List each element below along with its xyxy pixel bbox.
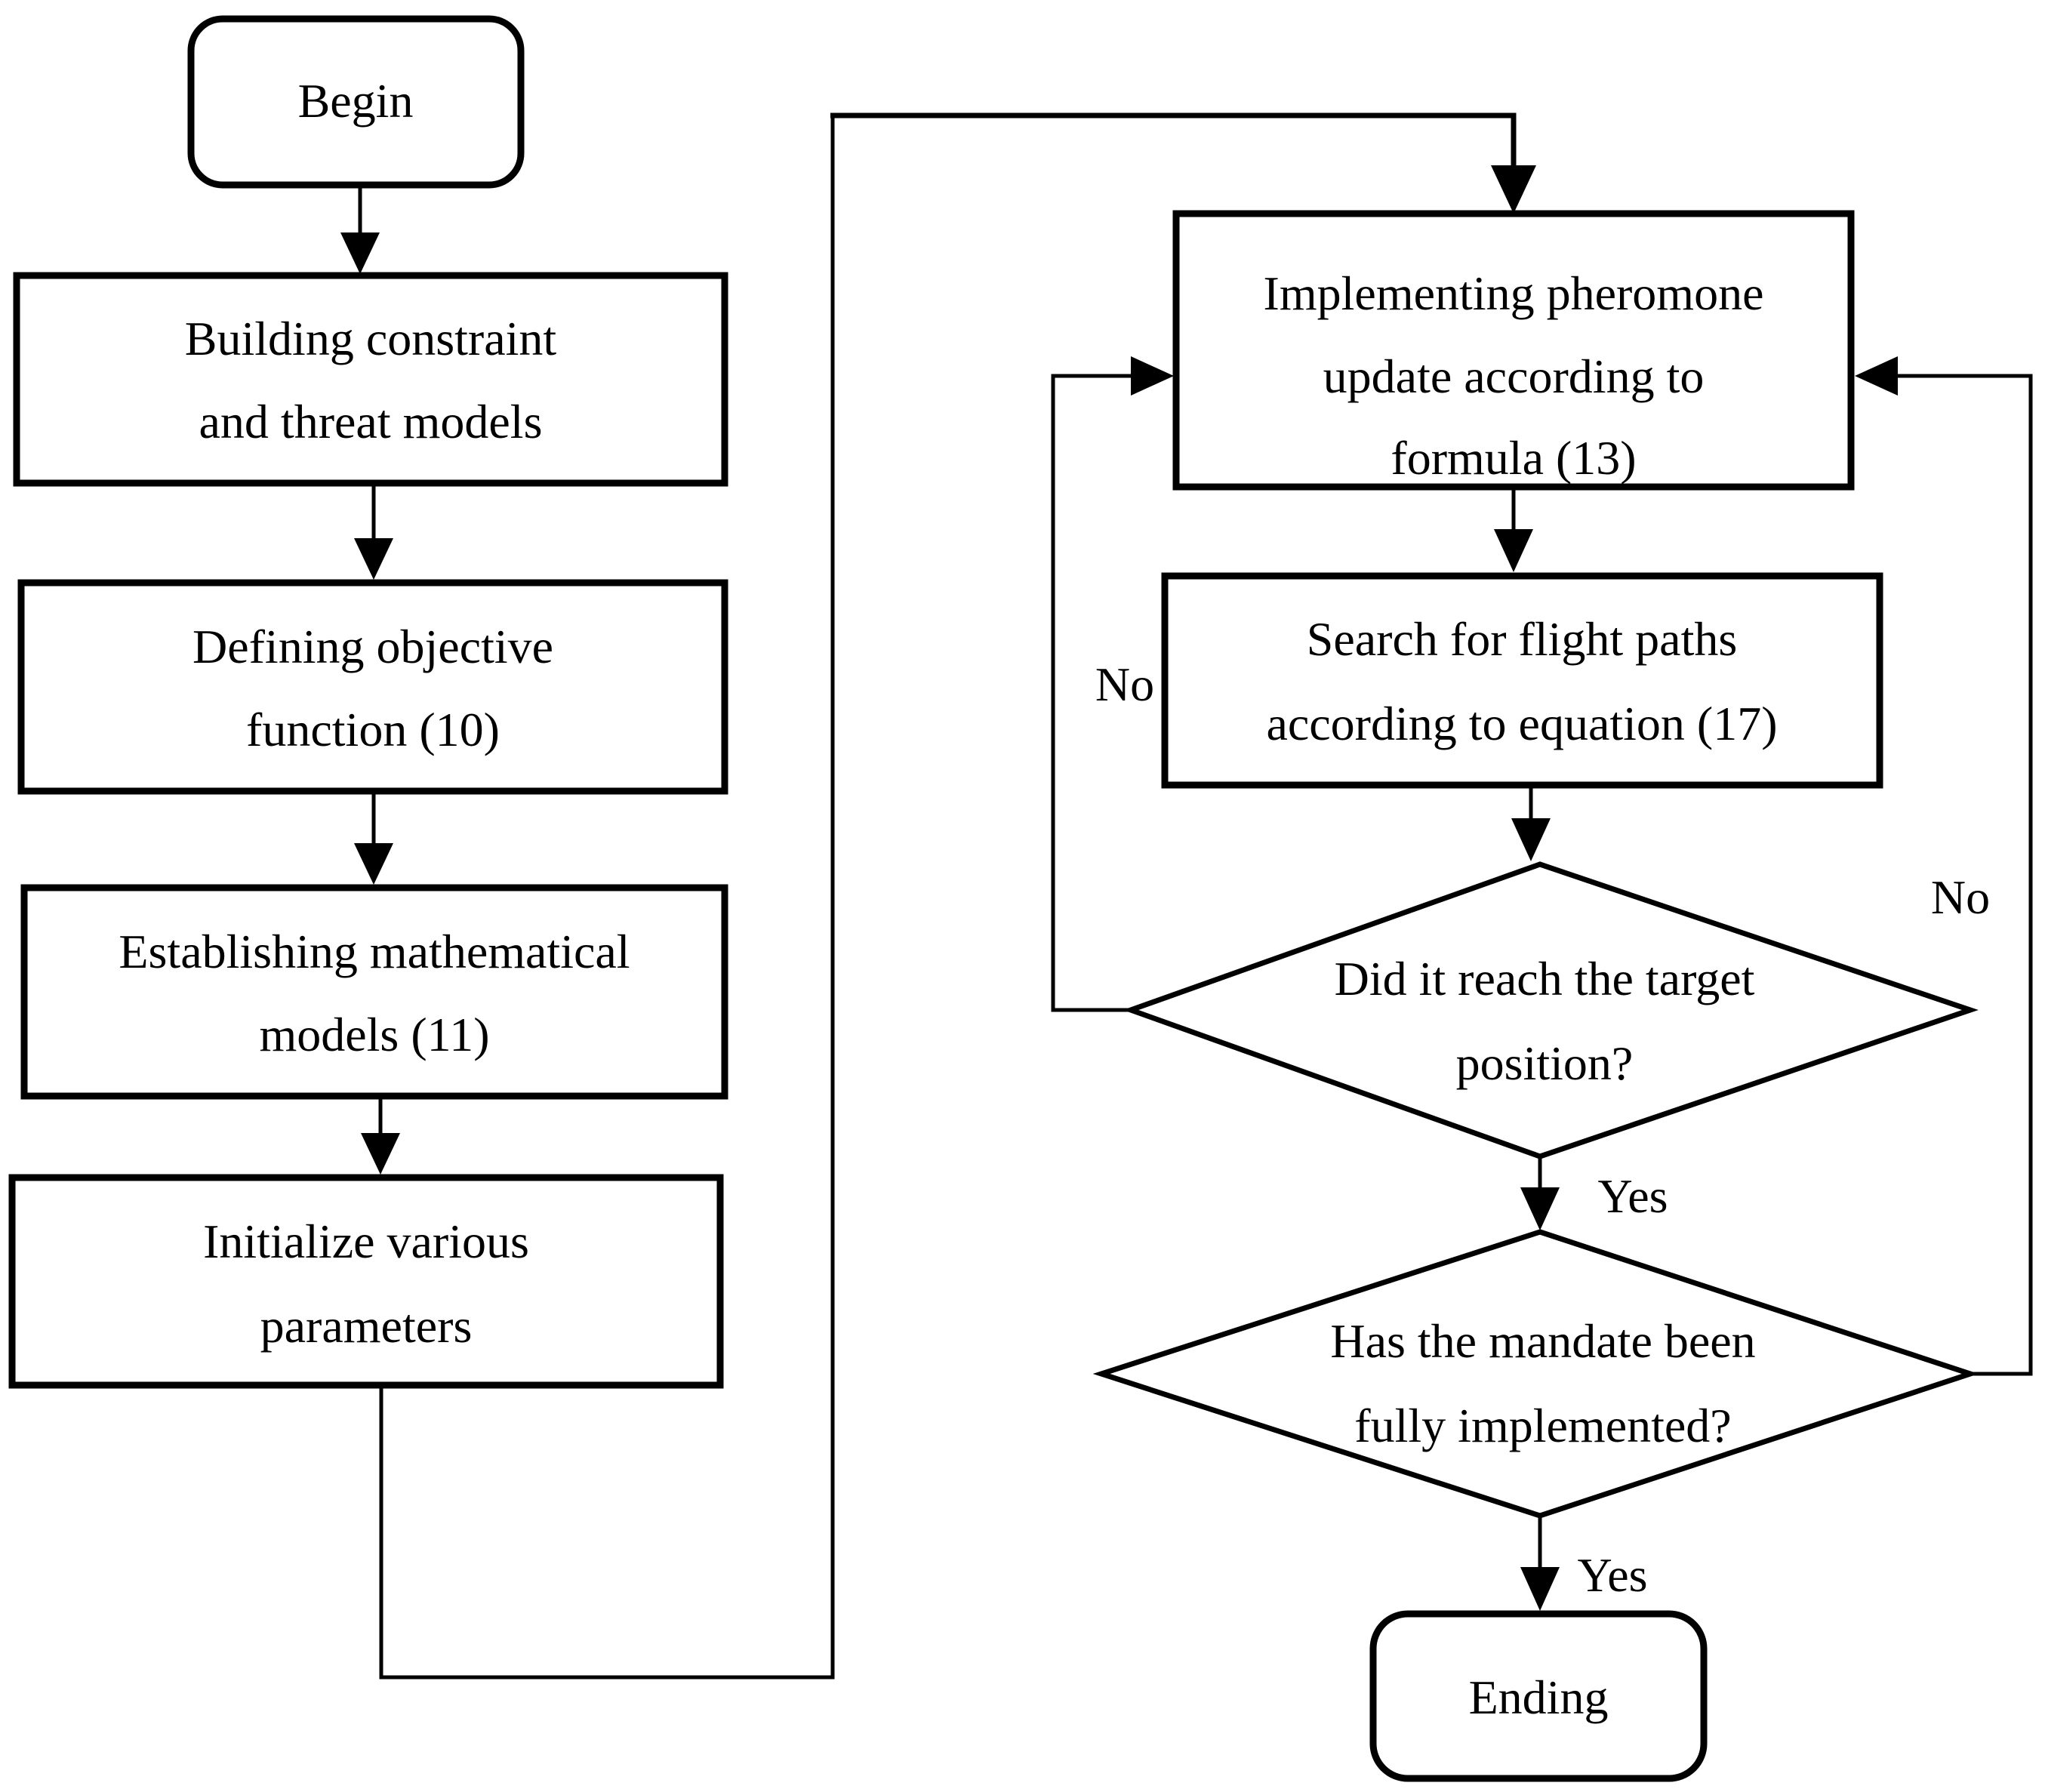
node-implementing-pheromone: Implementing pheromone update according … bbox=[1172, 210, 1855, 491]
edge-mandate-yes-ending bbox=[1520, 1516, 1560, 1611]
edge-initialize-implementing bbox=[379, 112, 1536, 1680]
edge-label-yes-mandate: Yes bbox=[1577, 1548, 1647, 1602]
search-flight-paths-line2: according to equation (17) bbox=[1266, 697, 1777, 750]
initialize-parameters-line1: Initialize various bbox=[203, 1215, 529, 1268]
edge-search-reach-target bbox=[1511, 785, 1551, 861]
mandate-diamond bbox=[1092, 1229, 1979, 1519]
edge-label-yes-reach-target: Yes bbox=[1597, 1169, 1668, 1223]
node-establishing-models: Establishing mathematical models (11) bbox=[20, 884, 728, 1100]
edge-reach-target-yes-mandate bbox=[1520, 1156, 1560, 1230]
initialize-parameters-line2: parameters bbox=[260, 1299, 473, 1353]
begin-label: Begin bbox=[298, 74, 414, 128]
implementing-pheromone-box bbox=[1172, 210, 1855, 491]
node-defining-objective: Defining objective function (10) bbox=[17, 579, 728, 795]
mandate-line2: fully implemented? bbox=[1354, 1399, 1731, 1452]
edge-begin-building bbox=[340, 185, 380, 274]
establishing-models-box bbox=[20, 884, 728, 1100]
initialize-parameters-box bbox=[8, 1174, 724, 1389]
node-search-flight-paths: Search for flight paths according to equ… bbox=[1161, 572, 1883, 789]
node-initialize-parameters: Initialize various parameters bbox=[8, 1174, 724, 1389]
arrowhead-down-icon bbox=[340, 232, 380, 274]
defining-objective-line1: Defining objective bbox=[192, 620, 553, 673]
building-constraint-line2: and threat models bbox=[199, 395, 543, 448]
implementing-pheromone-line3: formula (13) bbox=[1391, 431, 1636, 485]
node-begin: Begin bbox=[187, 15, 525, 189]
node-decision-reach-target: Did it reach the target position? bbox=[1123, 861, 1979, 1159]
defining-objective-box bbox=[17, 579, 728, 795]
node-building-constraint: Building constraint and threat models bbox=[13, 272, 728, 487]
arrowhead-down-icon bbox=[1520, 1187, 1560, 1230]
arrowhead-down-icon bbox=[354, 843, 393, 885]
implementing-pheromone-line1: Implementing pheromone bbox=[1264, 266, 1764, 320]
reach-target-line2: position? bbox=[1456, 1036, 1634, 1090]
arrowhead-down-icon bbox=[1511, 818, 1551, 861]
arrowhead-right-icon bbox=[1131, 356, 1174, 396]
arrowhead-left-icon bbox=[1855, 356, 1898, 396]
arrowhead-down-icon bbox=[1491, 165, 1536, 214]
edge-mandate-no-implementing bbox=[1855, 356, 2033, 1376]
edge-label-no-mandate: No bbox=[1931, 870, 1990, 924]
arrowhead-down-icon bbox=[1520, 1567, 1560, 1611]
search-flight-paths-line1: Search for flight paths bbox=[1307, 612, 1738, 666]
node-decision-mandate: Has the mandate been fully implemented? bbox=[1092, 1229, 1979, 1519]
establishing-models-line1: Establishing mathematical bbox=[119, 925, 630, 978]
arrowhead-down-icon bbox=[354, 538, 393, 580]
begin-terminator-shape bbox=[187, 15, 525, 189]
edge-defining-establishing bbox=[354, 791, 393, 885]
edge-establishing-initialize bbox=[361, 1096, 400, 1175]
reach-target-diamond bbox=[1123, 861, 1979, 1159]
arrowhead-down-icon bbox=[361, 1133, 400, 1175]
edge-label-no-reach-target: No bbox=[1095, 657, 1154, 711]
building-constraint-box bbox=[13, 272, 728, 487]
mandate-line1: Has the mandate been bbox=[1330, 1314, 1755, 1368]
node-ending: Ending bbox=[1369, 1610, 1708, 1782]
establishing-models-line2: models (11) bbox=[259, 1008, 489, 1061]
reach-target-line1: Did it reach the target bbox=[1335, 952, 1755, 1005]
ending-terminator-shape bbox=[1369, 1610, 1708, 1782]
edge-implementing-search bbox=[1494, 487, 1533, 572]
edge-reach-target-no-implementing bbox=[1051, 356, 1174, 1012]
search-flight-paths-box bbox=[1161, 572, 1883, 789]
defining-objective-line2: function (10) bbox=[246, 703, 500, 756]
implementing-pheromone-line2: update according to bbox=[1323, 349, 1705, 403]
edge-building-defining bbox=[354, 483, 393, 580]
ending-label: Ending bbox=[1469, 1670, 1609, 1724]
building-constraint-line1: Building constraint bbox=[185, 312, 557, 365]
arrowhead-down-icon bbox=[1494, 529, 1533, 572]
